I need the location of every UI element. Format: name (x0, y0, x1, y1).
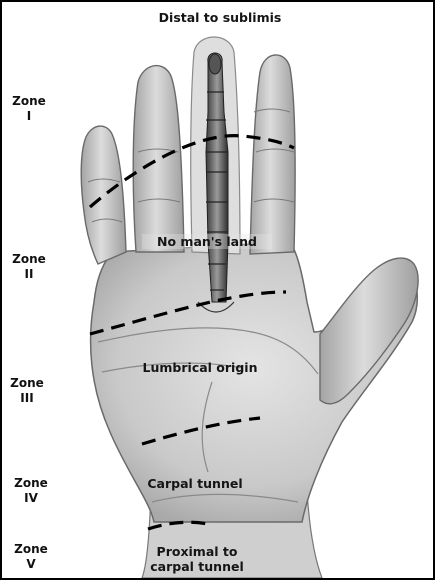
proximal-to-carpal-tunnel-label: Proximal to carpal tunnel (122, 544, 272, 574)
zone-4-label: Zone IV (6, 476, 56, 506)
little-finger (81, 126, 126, 264)
index-finger (250, 55, 295, 254)
carpal-tunnel-label: Carpal tunnel (130, 476, 260, 491)
ring-finger (133, 66, 184, 252)
zone-3-label: Zone III (2, 376, 52, 406)
zone-5-label: Zone V (6, 542, 56, 572)
distal-to-sublimis-label: Distal to sublimis (130, 10, 310, 25)
no-mans-land-label: No man's land (142, 234, 272, 249)
proximal-line-1: Proximal to (122, 544, 272, 559)
proximal-line-2: carpal tunnel (122, 559, 272, 574)
zone-2-label: Zone II (4, 252, 54, 282)
lumbrical-origin-label: Lumbrical origin (130, 360, 270, 375)
zone-1-label: Zone I (4, 94, 54, 124)
